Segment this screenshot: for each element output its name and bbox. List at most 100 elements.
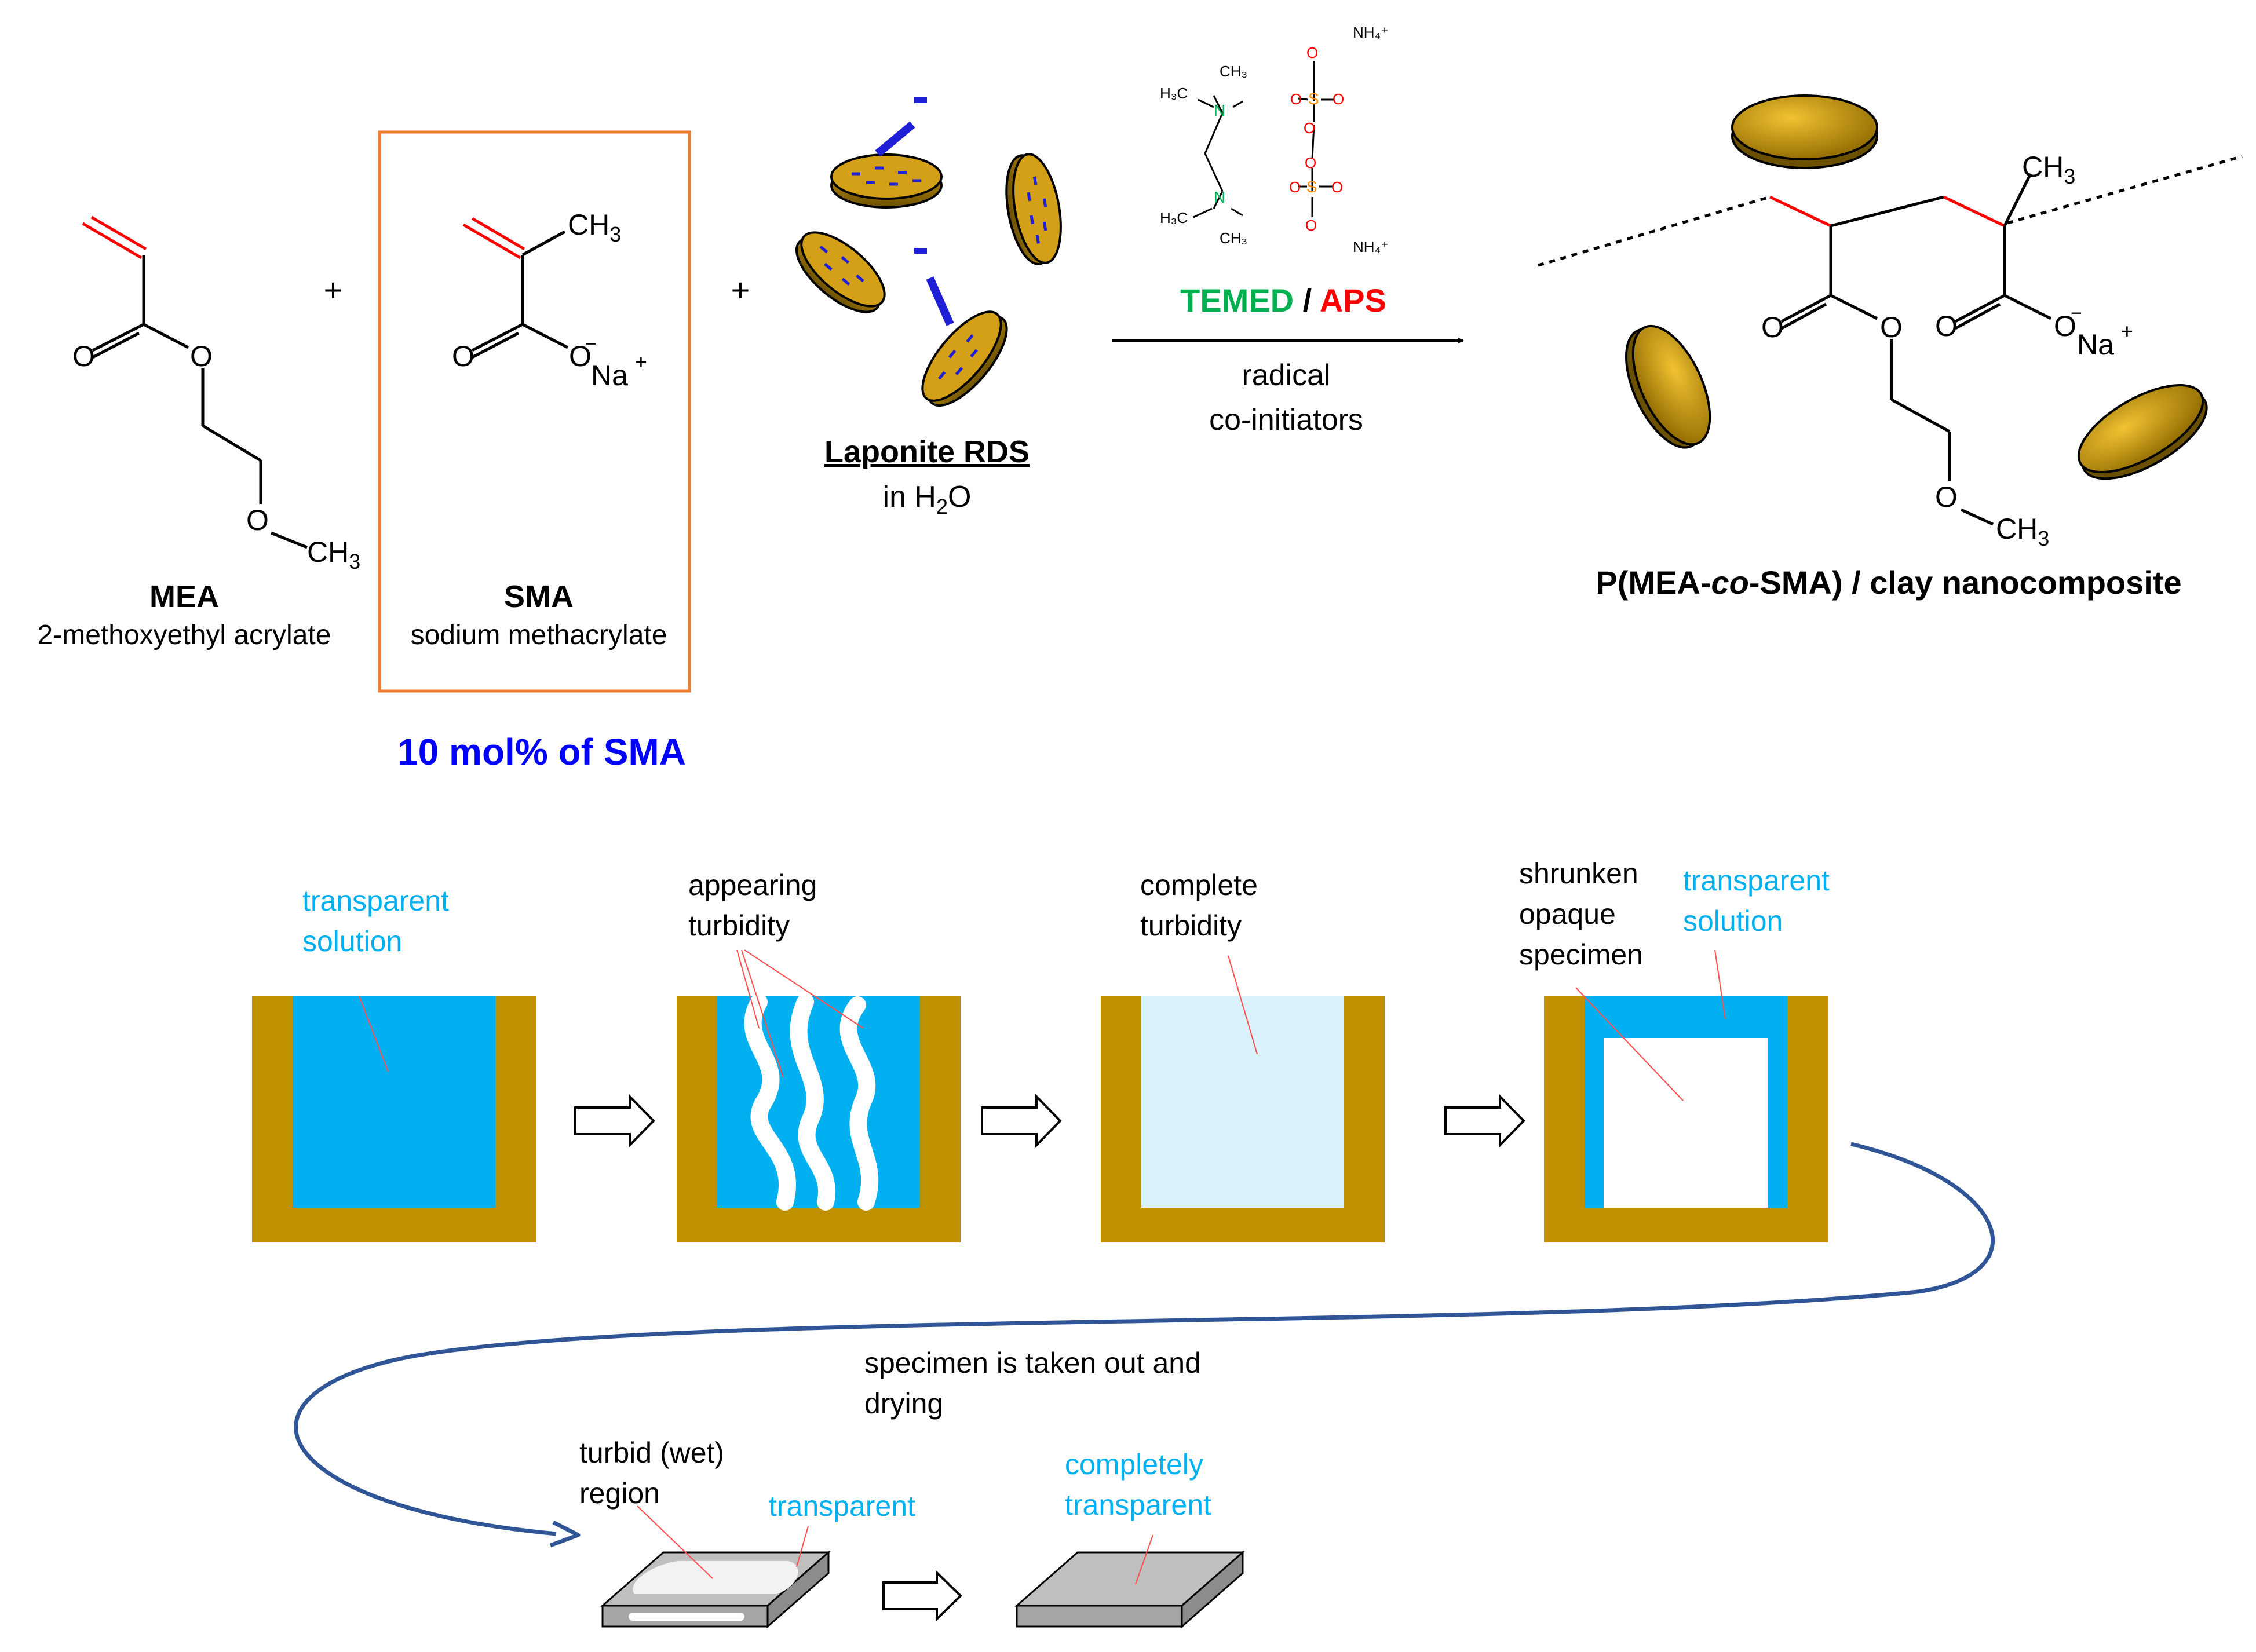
leader-line (1575, 987, 1684, 1101)
aps-s-top: S (1308, 90, 1319, 108)
aps-s-bottom: S (1306, 178, 1317, 196)
side-bond (1780, 294, 1832, 323)
aps-o: O (1304, 119, 1315, 137)
sma-highlight-box (378, 130, 691, 693)
aps-nh4-bottom: NH₄⁺ (1353, 238, 1389, 255)
mea-bond (92, 331, 140, 359)
product-o-minus: O (2054, 310, 2076, 342)
product-o: O (1761, 311, 1784, 343)
mea-vinyl-bond-2 (90, 215, 147, 251)
aps-nh4-top: NH₄⁺ (1353, 24, 1389, 41)
aps-o: O (1331, 178, 1343, 196)
sma-structure (462, 217, 569, 359)
side-bond (1780, 302, 1827, 330)
product-o: O (1880, 311, 1903, 343)
sma-bond (521, 230, 566, 257)
transfer-curve (294, 1142, 1995, 1536)
sma-ch3: CH3 (568, 209, 621, 246)
mea-o-ether: O (246, 504, 269, 536)
sma-bond (471, 331, 520, 359)
mea-o-ester: O (190, 340, 213, 372)
leader-line (796, 1526, 809, 1567)
leader-line (637, 1505, 713, 1579)
transparent-solution (293, 996, 495, 1208)
step1-label-line1: transparent (302, 885, 449, 917)
mea-bond (202, 424, 262, 462)
sma-vinyl-bond-1 (462, 223, 521, 260)
sma-label: SMA (504, 579, 574, 614)
clay-disc (1625, 324, 1711, 449)
takeout-label-line1: specimen is taken out and (864, 1347, 1201, 1379)
dry1-label-line2: region (579, 1477, 660, 1510)
process-sequence: transparent solution appearing turbidity (252, 857, 1995, 1629)
temed-h3c-top: H₃C (1160, 85, 1188, 102)
sma-bond (471, 323, 524, 352)
dry2-label-line1: completely (1065, 1448, 1203, 1481)
side-bond (1830, 294, 1878, 320)
process-arrow (1444, 1094, 1525, 1148)
temed-n-top: N (1214, 101, 1225, 119)
product-minus-charge: − (2071, 302, 2082, 324)
container-step4 (1544, 949, 1828, 1242)
turbid-wet-region (633, 1561, 798, 1594)
reaction-scheme: O O O CH3 MEA 2-methoxyethyl acrylate + … (38, 24, 2243, 773)
step3-label-line2: turbidity (1140, 909, 1242, 942)
initiator-desc-line2: co-initiators (1209, 403, 1363, 437)
side-bond (1890, 398, 1951, 433)
leader-lines (736, 949, 864, 1078)
clay-disc (795, 231, 886, 313)
step1-label-line2: solution (302, 925, 402, 957)
aps-o: O (1289, 178, 1301, 196)
temed-ch3-top: CH₃ (1220, 63, 1247, 80)
process-arrow (574, 1094, 655, 1148)
container-step1 (252, 996, 536, 1242)
side-bond (1954, 294, 2006, 323)
charge-pointer (926, 276, 954, 326)
sma-minus-charge: − (585, 333, 597, 355)
backbone-new-bond (1769, 195, 1832, 228)
product-na: Na+ (2077, 319, 2133, 361)
aps-o: O (1306, 44, 1318, 61)
turbidity-streaks (744, 993, 879, 1211)
aps-structure: NH₄⁺ O S O O O O S O O O NH₄⁺ (1289, 24, 1389, 255)
product-label: P(MEA-co-SMA) / clay nanocomposite (1596, 564, 2181, 601)
step4-right-line1: transparent (1683, 864, 1830, 897)
mea-ch3: CH3 (307, 536, 360, 573)
sma-fullname: sodium methacrylate (411, 620, 667, 650)
step4-left-line2: opaque (1519, 898, 1616, 930)
product-ch3-bottom: CH3 (1996, 513, 2049, 550)
product-o: O (1935, 310, 1958, 342)
shrunken-specimen (1604, 1038, 1768, 1208)
side-bond (1954, 302, 2001, 330)
mea-structure (82, 215, 308, 549)
chain-continuation (1538, 195, 1771, 267)
mea-bond (271, 531, 308, 549)
plus-sign-2: + (731, 272, 750, 308)
container-step2 (677, 949, 961, 1242)
transfer-curve-arrowhead (549, 1520, 581, 1548)
side-transparent-strip (629, 1613, 744, 1621)
product-clay-discs (1625, 94, 2208, 480)
backbone-new-bond (1943, 195, 2006, 228)
mea-bond (143, 323, 189, 349)
leader-line (1135, 1534, 1153, 1585)
plus-sign-1: + (324, 272, 343, 308)
side-bond (1960, 508, 1994, 526)
aps-o: O (1305, 154, 1316, 171)
temed-h3c-bottom: H₃C (1160, 209, 1188, 226)
dry2-label-line2: transparent (1065, 1489, 1211, 1521)
mea-o-carbonyl: O (72, 340, 95, 372)
clay-disc (2077, 383, 2208, 480)
charge-pointer (875, 121, 915, 157)
turbid-solution (1141, 996, 1344, 1208)
aps-o: O (1333, 90, 1344, 108)
step2-label-line1: appearing (688, 869, 817, 901)
step3-label-line1: complete (1140, 869, 1258, 901)
laponite-label: Laponite RDS (824, 434, 1030, 469)
negative-charge-mark (914, 248, 927, 254)
laponite-clay-discs (795, 97, 1062, 407)
takeout-label-line2: drying (864, 1387, 943, 1420)
product-structure (1538, 155, 2243, 526)
sma-mol-note: 10 mol% of SMA (397, 731, 686, 773)
negative-charge-mark (914, 97, 927, 103)
